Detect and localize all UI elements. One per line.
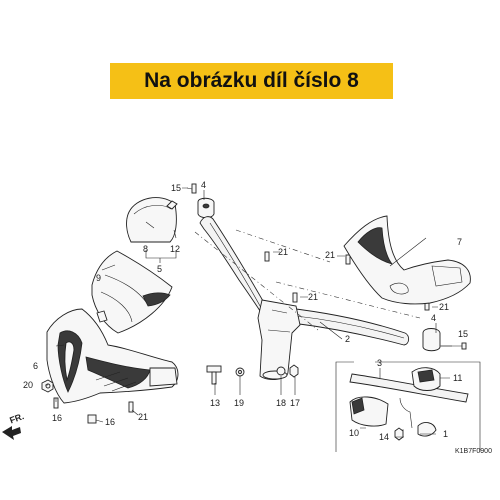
damper-4-part xyxy=(197,197,215,219)
callout-15: 15 xyxy=(171,183,181,193)
nut-14-part xyxy=(394,427,404,441)
callout-20: 20 xyxy=(23,380,33,390)
screw-21-bottom-part xyxy=(128,401,134,413)
center-lines xyxy=(194,229,421,331)
clip-part xyxy=(166,200,178,210)
upper-cover-part[interactable] xyxy=(126,197,177,243)
screw-21-b-part xyxy=(345,254,351,265)
callout-21-a: 21 xyxy=(278,247,288,257)
bolt-13-part xyxy=(206,365,222,385)
callout-8: 8 xyxy=(143,244,148,254)
rear-cover-part[interactable] xyxy=(343,215,471,305)
direction-label: FR. xyxy=(8,411,25,425)
clamp-part xyxy=(398,397,413,431)
clip-16b-part xyxy=(87,414,97,424)
callout-17: 17 xyxy=(290,398,300,408)
callout-18: 18 xyxy=(276,398,286,408)
callout-7: 7 xyxy=(457,237,462,247)
callout-19: 19 xyxy=(234,398,244,408)
callout-12: 12 xyxy=(170,244,180,254)
callout-16-left: 16 xyxy=(52,413,62,423)
callout-9: 9 xyxy=(96,273,101,283)
screw-15-part xyxy=(186,183,197,194)
screw-21-a-part xyxy=(264,251,270,262)
grip-10-part[interactable] xyxy=(349,396,389,427)
switch-11-part[interactable] xyxy=(411,367,441,391)
washer-19-part xyxy=(235,367,245,377)
callout-3: 3 xyxy=(377,358,382,368)
callout-6: 6 xyxy=(33,361,38,371)
inset-box xyxy=(335,361,481,452)
callout-5: 5 xyxy=(157,264,162,274)
callout-1: 1 xyxy=(443,429,448,439)
bar-weight-part xyxy=(422,328,441,352)
banner-text: Na obrázku díl číslo 8 xyxy=(144,69,359,92)
callout-14: 14 xyxy=(379,432,389,442)
callout-16-right: 16 xyxy=(105,417,115,427)
callout-4: 4 xyxy=(201,180,206,190)
callout-21-bottom: 21 xyxy=(138,412,148,422)
nut-17-part xyxy=(289,364,299,378)
callout-21-d: 21 xyxy=(439,302,449,312)
leader-5 xyxy=(145,250,177,263)
callout-15-right: 15 xyxy=(458,329,468,339)
handlebar-pipe-part[interactable] xyxy=(199,216,410,346)
screw-21-c-part xyxy=(292,292,298,303)
callout-10: 10 xyxy=(349,428,359,438)
nut-20-part xyxy=(41,379,54,393)
main-cover-part[interactable] xyxy=(46,308,179,404)
callout-21-b: 21 xyxy=(325,250,335,260)
callout-2: 2 xyxy=(345,334,350,344)
callout-11: 11 xyxy=(453,373,462,383)
part-number-banner: Na obrázku díl číslo 8 xyxy=(110,63,393,99)
front-direction-arrow-icon xyxy=(2,426,21,440)
front-cover-part[interactable] xyxy=(91,250,173,334)
callout-21-c: 21 xyxy=(308,292,318,302)
callout-13: 13 xyxy=(210,398,220,408)
diagram-code: K1B7F0900 xyxy=(455,448,492,455)
holder-1-part xyxy=(417,422,437,437)
throttle-pipe-part[interactable] xyxy=(349,373,469,403)
washer-18-part xyxy=(276,366,286,376)
callout-4-right: 4 xyxy=(431,313,436,323)
